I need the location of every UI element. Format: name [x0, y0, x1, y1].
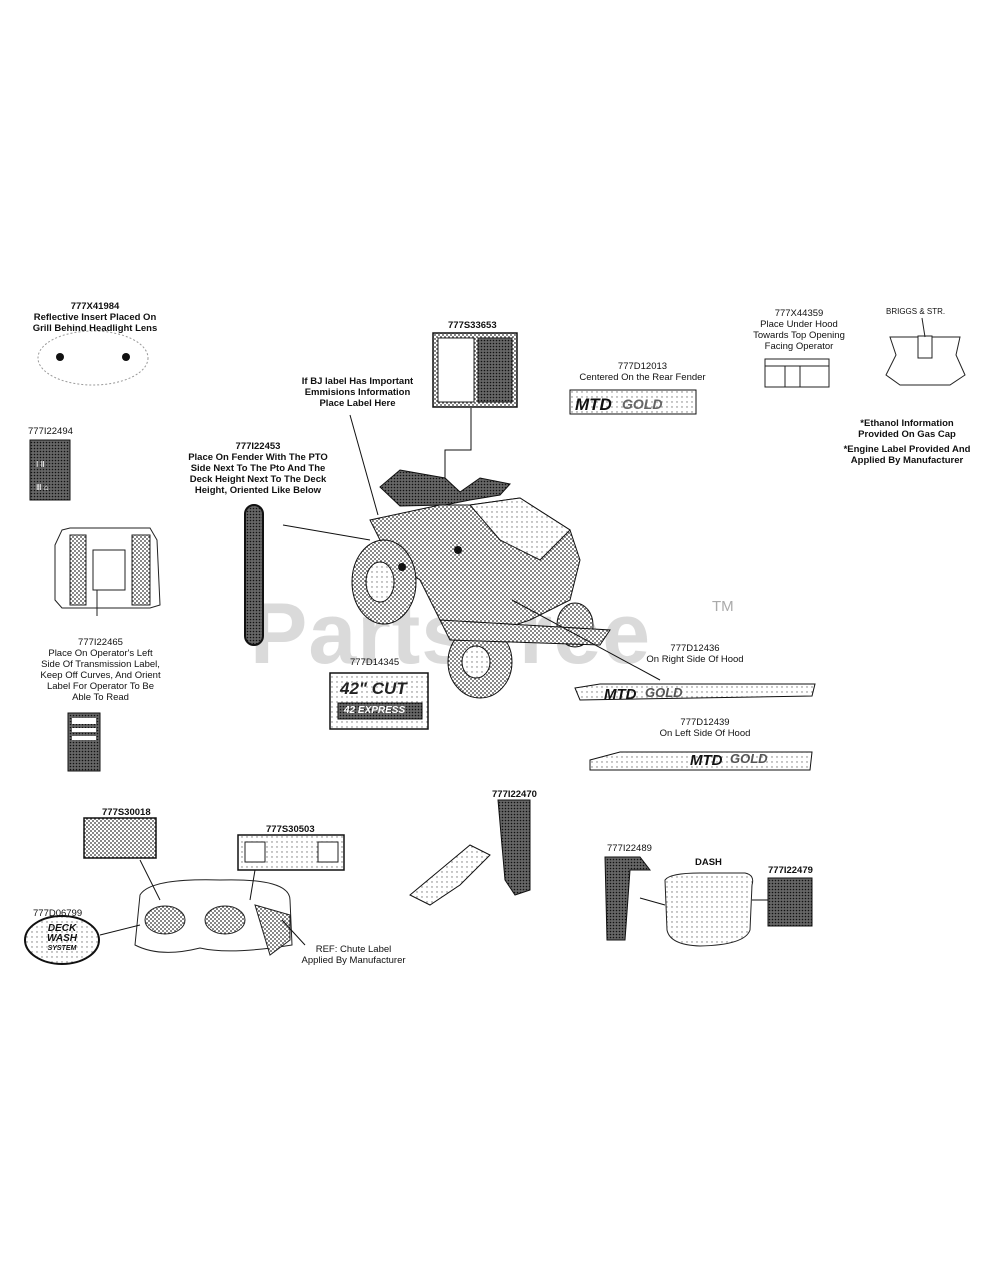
- part-number-777s30018: 777S30018: [102, 807, 151, 818]
- mtd-gold-hood-left-stripe: MTD GOLD: [589, 751, 813, 771]
- svg-text:GOLD: GOLD: [622, 396, 662, 412]
- reflective-insert-shape: [37, 330, 149, 386]
- engine-note-line4: Applied By Manufacturer: [850, 455, 964, 466]
- transmission-label-shape: [67, 712, 101, 772]
- transmission-drawing: [54, 527, 161, 616]
- svg-text:MTD: MTD: [575, 395, 612, 414]
- part-number-777i22494: 777I22494: [28, 426, 73, 437]
- transmission-line1: Place On Operator's Left: [48, 648, 153, 659]
- part-number-777i22479: 777I22479: [768, 865, 813, 876]
- transmission-line3: Keep Off Curves, And Orient: [40, 670, 161, 681]
- mower-deck-drawing: [99, 859, 306, 956]
- mtd-gold-fender-logo: MTD GOLD: [569, 389, 697, 415]
- hood-left-line1: On Left Side Of Hood: [659, 728, 751, 739]
- engine-note-line3: *Engine Label Provided And: [843, 444, 971, 455]
- hood-right-line1: On Right Side Of Hood: [646, 654, 744, 665]
- part-number-777i22489: 777I22489: [607, 843, 652, 854]
- fender-pto-line3: Deck Height Next To The Deck: [189, 474, 327, 485]
- part-number-777x44359: 777X44359: [774, 308, 824, 319]
- under-hood-label-shape: [764, 358, 830, 388]
- dash-drawing: [604, 856, 813, 947]
- part-number-777i22453: 777I22453: [235, 441, 281, 452]
- svg-text:Ⅰ Ⅱ: Ⅰ Ⅱ: [36, 460, 45, 469]
- mtd-gold-hood-right-stripe: MTD GOLD: [574, 683, 816, 703]
- cut-42-express-text: 42 EXPRESS: [344, 705, 406, 716]
- emissions-line1: If BJ label Has Important: [301, 376, 414, 387]
- svg-text:Ⅲ ⌂: Ⅲ ⌂: [36, 483, 49, 492]
- part-number-777i22465: 777I22465: [78, 637, 123, 648]
- part-number-777d06799: 777D06799: [33, 908, 83, 919]
- cut-42-text: 42" CUT: [340, 679, 407, 698]
- fender-pto-line4: Height, Oriented Like Below: [194, 485, 322, 496]
- under-hood-line2: Towards Top Opening: [753, 330, 845, 341]
- deck-wash-logo: [24, 915, 100, 965]
- fender-pto-line2: Side Next To The Pto And The: [190, 463, 326, 474]
- emissions-line3: Place Label Here: [319, 398, 396, 409]
- engine-note-line1: *Ethanol Information: [860, 418, 954, 429]
- reflective-line2: Grill Behind Headlight Lens: [32, 323, 158, 334]
- fender-pto-label-shape: [244, 504, 371, 646]
- part-number-777d14345: 777D14345: [350, 657, 400, 668]
- engine-gas-tank-shape: [885, 317, 966, 386]
- part-number-777d12013: 777D12013: [617, 361, 668, 372]
- svg-text:GOLD: GOLD: [730, 751, 768, 766]
- chute-line1: REF: Chute Label: [315, 944, 392, 955]
- under-hood-line1: Place Under Hood: [760, 319, 838, 330]
- emissions-line2: Emmisions Information: [304, 387, 411, 398]
- under-hood-line3: Facing Operator: [764, 341, 834, 352]
- emissions-label-shape: [432, 332, 518, 500]
- fender-pto-line1: Place On Fender With The PTO: [188, 452, 328, 463]
- dash-title: DASH: [695, 857, 722, 868]
- seat-warning-label-shape: [83, 817, 345, 871]
- reflective-line1: Reflective Insert Placed On: [33, 312, 157, 323]
- tractor-drawing: [349, 414, 661, 699]
- chute-line2: Applied By Manufacturer: [301, 955, 406, 966]
- transmission-line4: Label For Operator To Be: [46, 681, 155, 692]
- deck-wash-text1: DECK: [47, 923, 77, 934]
- deck-wash-text3: SYSTEM: [47, 945, 77, 952]
- part-number-777s30503: 777S30503: [266, 824, 315, 835]
- part-number-777d12436: 777D12436: [670, 643, 720, 654]
- cut-42-label-shape: [329, 672, 429, 730]
- svg-text:MTD: MTD: [604, 686, 637, 703]
- pto-label-shape: Ⅰ Ⅱ Ⅲ ⌂: [29, 439, 71, 501]
- transmission-line2: Side Of Transmission Label,: [41, 659, 160, 670]
- deck-wash-text2: WASH: [47, 933, 77, 944]
- transmission-line5: Able To Read: [72, 692, 129, 703]
- rear-fender-line1: Centered On the Rear Fender: [579, 372, 706, 383]
- part-number-777i22470: 777I22470: [492, 789, 537, 800]
- svg-text:MTD: MTD: [690, 752, 723, 769]
- engine-note-line2: Provided On Gas Cap: [858, 429, 956, 440]
- lift-lever-drawing: [409, 799, 531, 906]
- engine-manufacturer-label: BRIGGS & STR.: [886, 307, 946, 316]
- part-number-777s33653: 777S33653: [448, 320, 497, 331]
- watermark-trademark: TM: [712, 598, 734, 615]
- part-number-777d12439: 777D12439: [680, 717, 730, 728]
- svg-text:GOLD: GOLD: [645, 685, 683, 700]
- part-number-777x41984: 777X41984: [70, 301, 120, 312]
